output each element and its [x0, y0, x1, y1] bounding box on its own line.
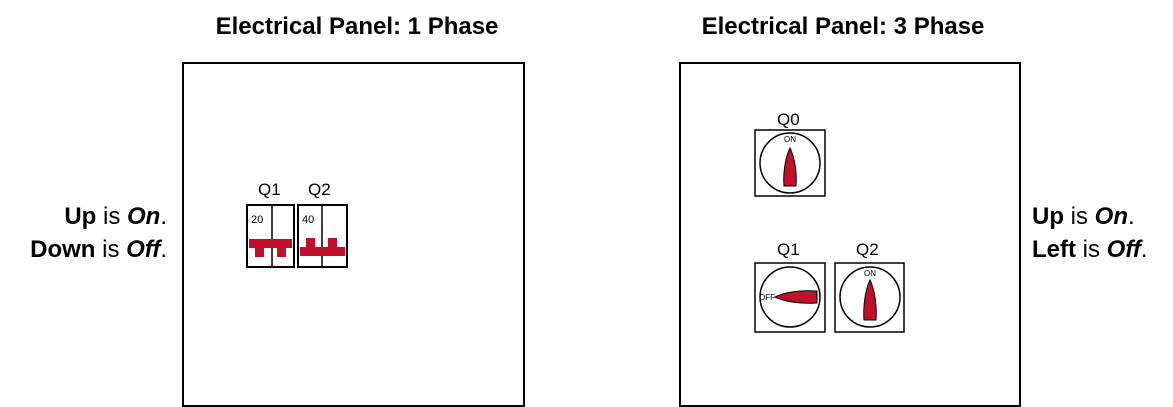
switch-handle-up[interactable] — [863, 278, 877, 321]
breaker-label: Q1 — [258, 180, 281, 199]
legend-action: Left — [1032, 236, 1076, 263]
three-phase-title: Electrical Panel: 3 Phase — [701, 13, 985, 40]
breaker-body — [246, 204, 295, 268]
three-phase-diagram: Q0 ON Q1 OFF Q2 ON — [754, 110, 905, 333]
handle-bar — [249, 239, 292, 248]
legend-period: . — [1128, 203, 1135, 230]
single-phase-panel: Q1 20 Q2 40 — [182, 62, 525, 407]
three-phase-panel: Q0 ON Q1 OFF Q2 ON — [679, 62, 1021, 407]
legend-state: On — [127, 203, 161, 230]
handle-leg — [255, 248, 264, 257]
handle-leg — [306, 238, 315, 247]
breaker-q2[interactable]: Q2 40 — [297, 180, 348, 268]
breaker-q1[interactable]: Q1 20 — [246, 180, 295, 268]
three-phase-legend: Up is On. Left is Off. — [1032, 200, 1148, 266]
legend-connector: is — [1064, 203, 1095, 230]
switch-label: Q1 — [777, 240, 800, 259]
legend-connector: is — [1076, 236, 1107, 263]
switch-handle-up[interactable] — [783, 146, 797, 187]
legend-period: . — [160, 236, 167, 263]
breaker-rating: 20 — [251, 214, 263, 226]
legend-period: . — [1140, 236, 1148, 263]
legend-state: Off — [126, 236, 161, 263]
legend-line-on: Up is On. — [30, 200, 167, 233]
handle-leg — [328, 238, 337, 247]
rotary-switch-q0[interactable]: Q0 ON — [754, 110, 826, 197]
switch-handle-left[interactable] — [773, 290, 818, 304]
legend-connector: is — [95, 236, 127, 263]
legend-connector: is — [96, 203, 127, 230]
switch-label: Q0 — [777, 110, 800, 129]
handle-leg — [277, 248, 286, 257]
single-phase-diagram: Q1 20 Q2 40 — [246, 180, 348, 268]
breaker-rating: 40 — [302, 214, 314, 226]
handle-bar — [300, 247, 345, 256]
breaker-label: Q2 — [308, 180, 331, 199]
switch-marking: ON — [864, 269, 876, 278]
legend-action: Up — [1032, 203, 1064, 230]
legend-line-off: Left is Off. — [1032, 233, 1148, 266]
single-phase-legend: Up is On. Down is Off. — [30, 200, 167, 266]
breaker-handle-off[interactable] — [249, 239, 292, 257]
legend-state: On — [1094, 203, 1128, 230]
single-phase-title: Electrical Panel: 1 Phase — [215, 13, 499, 40]
switch-label: Q2 — [856, 240, 879, 259]
legend-action: Up — [64, 203, 97, 230]
legend-line-on: Up is On. — [1032, 200, 1148, 233]
breaker-handle-on[interactable] — [300, 238, 345, 256]
legend-period: . — [160, 203, 167, 230]
legend-action: Down — [30, 236, 96, 263]
legend-line-off: Down is Off. — [30, 233, 167, 266]
legend-state: Off — [1106, 236, 1141, 263]
switch-marking: ON — [784, 135, 796, 144]
rotary-switch-q2[interactable]: Q2 ON — [834, 240, 905, 333]
rotary-switch-q1[interactable]: Q1 OFF — [754, 240, 826, 333]
switch-marking: OFF — [759, 293, 775, 302]
